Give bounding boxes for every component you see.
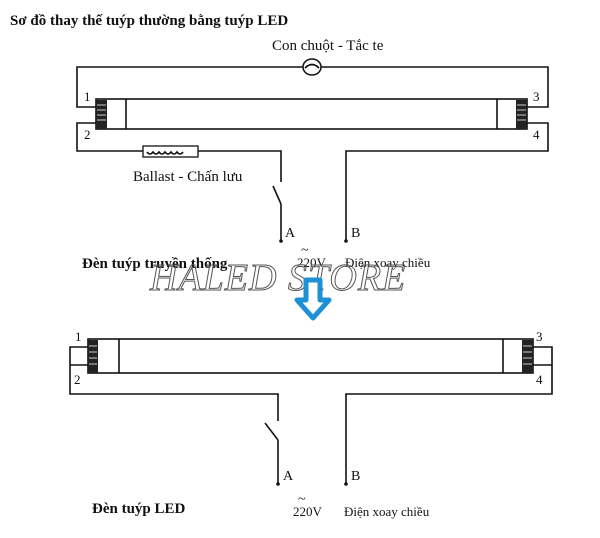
ballast-wire bbox=[76, 122, 282, 182]
led-tube-circuit: 1 2 3 4 A B Đèn tuýp LED ~ 220V Điện xoa… bbox=[69, 329, 553, 519]
pin-1-label: 1 bbox=[75, 329, 82, 344]
led-end-cap-right bbox=[522, 340, 533, 373]
traditional-caption: Đèn tuýp truyền thống bbox=[82, 256, 228, 272]
diagram-detail bbox=[146, 150, 184, 155]
diagram-detail bbox=[344, 482, 348, 486]
supply-label: Điện xoay chiều bbox=[345, 255, 431, 270]
pin-4-label: 4 bbox=[533, 127, 540, 142]
diagram-detail bbox=[279, 239, 283, 243]
down-arrow-icon bbox=[294, 277, 332, 321]
ac-symbol: ~ bbox=[301, 243, 309, 258]
pin-3-label: 3 bbox=[536, 329, 543, 344]
terminal-b-label: B bbox=[351, 469, 360, 484]
ac-symbol: ~ bbox=[298, 492, 306, 507]
neutral-wire bbox=[345, 346, 553, 484]
pin-1-label: 1 bbox=[84, 89, 91, 104]
voltage-label: 220V bbox=[297, 255, 327, 270]
watermark-logo: HALED STORE bbox=[149, 257, 406, 299]
led-tube bbox=[87, 338, 534, 374]
terminal-b-label: B bbox=[351, 226, 360, 241]
voltage-label: 220V bbox=[293, 504, 323, 519]
starter-label: Con chuột - Tắc te bbox=[272, 38, 384, 54]
traditional-tube-circuit: Con chuột - Tắc te Ballast - Chấn lưu 1 … bbox=[76, 38, 549, 272]
diagram-detail bbox=[344, 239, 348, 243]
diagram-detail bbox=[276, 482, 280, 486]
pin-2-label: 2 bbox=[74, 372, 81, 387]
terminal-a-label: A bbox=[285, 226, 296, 241]
fluorescent-tube bbox=[95, 98, 528, 130]
live-wire bbox=[69, 346, 279, 421]
pin-3-label: 3 bbox=[533, 89, 540, 104]
diagram-detail bbox=[97, 104, 526, 121]
diagram-detail bbox=[304, 63, 320, 69]
led-caption: Đèn tuýp LED bbox=[92, 501, 186, 517]
ballast-label: Ballast - Chấn lưu bbox=[133, 169, 243, 185]
starter-icon bbox=[302, 58, 322, 76]
terminal-a-label: A bbox=[283, 469, 294, 484]
led-end-cap-left bbox=[88, 340, 98, 373]
diagram-title: Sơ đồ thay thế tuýp thường bằng tuýp LED bbox=[10, 13, 288, 29]
neutral-wire bbox=[345, 122, 549, 241]
supply-label: Điện xoay chiều bbox=[344, 504, 430, 519]
switch-icon bbox=[272, 185, 282, 205]
pin-4-label: 4 bbox=[536, 372, 543, 387]
pin-2-label: 2 bbox=[84, 127, 91, 142]
diagram-detail bbox=[89, 345, 532, 365]
switch-icon bbox=[264, 422, 279, 441]
